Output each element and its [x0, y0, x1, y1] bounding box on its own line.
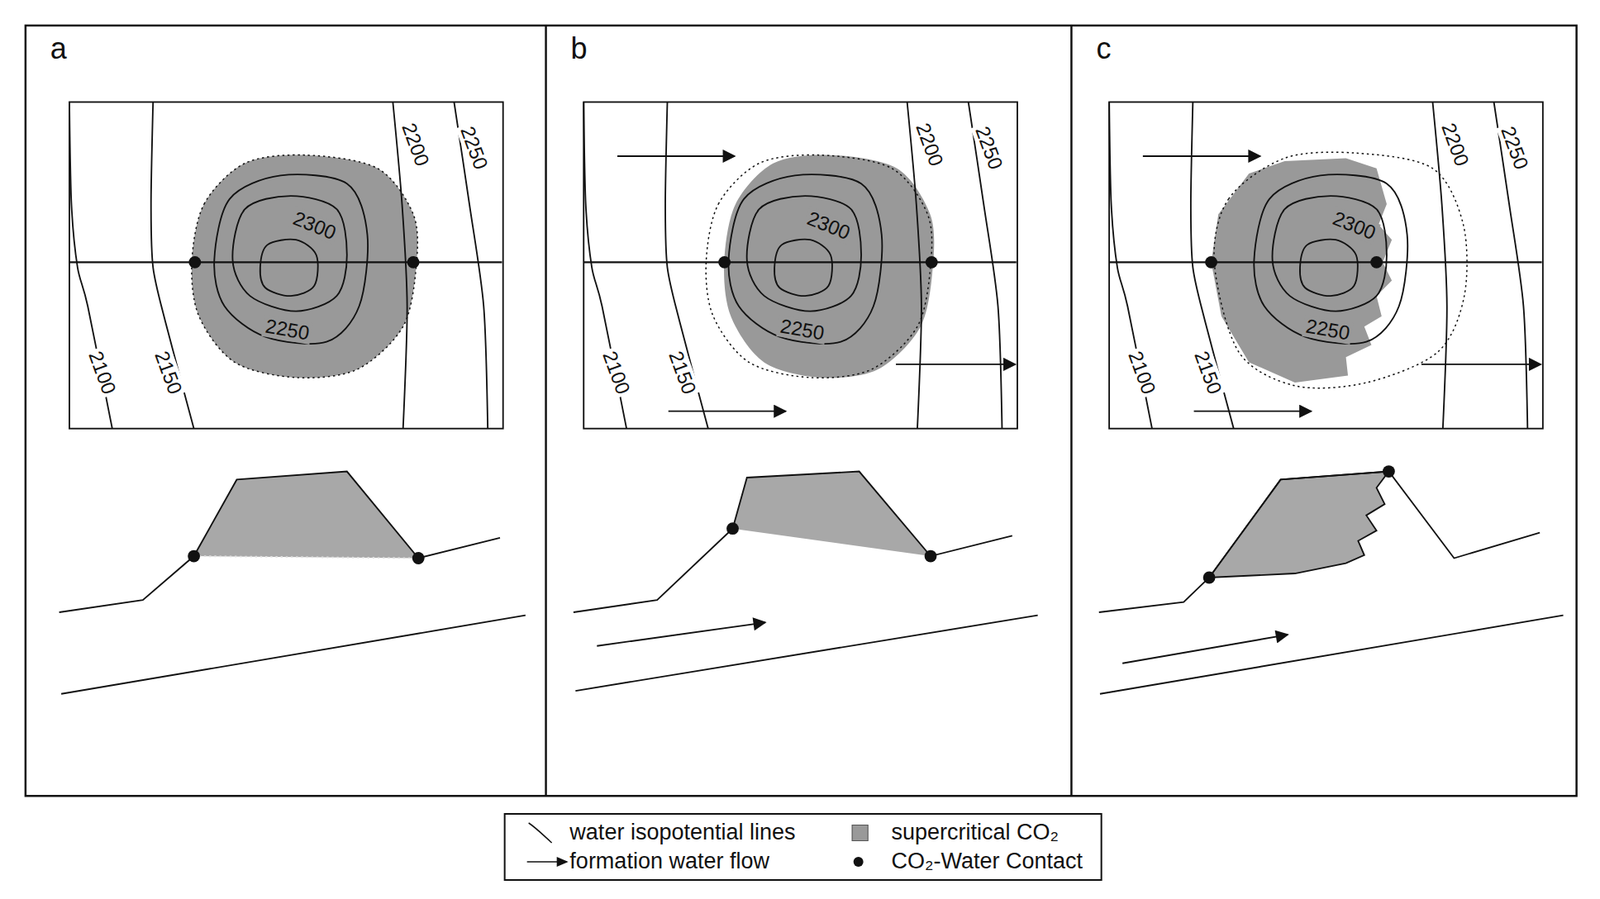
isopotential-loop: [1253, 174, 1408, 344]
co2-plume: [1211, 157, 1393, 383]
legend-symbol: [845, 849, 892, 875]
seal-top-profile: [1099, 471, 1540, 613]
flow-arrow: [617, 155, 735, 158]
flow-arrow: [1421, 363, 1541, 366]
trap-co2: [1209, 471, 1389, 578]
legend-swatch: [852, 824, 869, 842]
contact-dot: [1204, 256, 1218, 269]
legend-symbol: [523, 849, 570, 875]
flow-arrow: [596, 622, 766, 646]
panel-divider: [544, 25, 547, 796]
frame: [25, 25, 1577, 796]
isopotential-loop: [1300, 239, 1358, 296]
contact-dot: [187, 550, 200, 563]
contact-dot: [412, 552, 425, 565]
isopotential-loop: [1272, 195, 1387, 312]
legend-sample: [523, 820, 570, 846]
panel-divider: [1070, 25, 1072, 796]
trap-co2: [733, 471, 932, 558]
initial-plume-outline: [191, 155, 418, 379]
seal-top-profile: [59, 471, 500, 613]
aquifer-base: [1100, 615, 1564, 695]
isopotential-loop: [774, 239, 833, 296]
dot-sample: [853, 857, 864, 867]
aquifer-base: [575, 615, 1038, 691]
panel-illustration: [1099, 101, 1564, 694]
map-frame: [69, 101, 504, 429]
legend-entry: CO₂-Water Contact: [845, 848, 1084, 875]
panel-letter: a: [50, 33, 67, 64]
legend-box: water isopotential lines supercritical CO…: [503, 813, 1103, 881]
flow-arrow: [895, 363, 1015, 366]
legend-entry: supercritical CO₂: [845, 819, 1084, 846]
legend-entry: water isopotential lines: [523, 819, 796, 846]
contact-level: [194, 556, 420, 558]
legend-sample: [523, 849, 570, 875]
contact-dot: [924, 550, 938, 563]
contact-dot: [925, 256, 939, 269]
initial-plume-outline: [1214, 152, 1467, 389]
trap-co2: [194, 471, 420, 559]
isopotential-loop: [214, 174, 368, 344]
map-frame: [1109, 101, 1543, 429]
contact-dot: [1382, 465, 1396, 478]
contact-dot: [726, 522, 739, 535]
co2-plume: [723, 155, 934, 379]
legend-sample: [845, 820, 892, 846]
isopotential-loop: [232, 195, 347, 312]
isopotential-line: [1433, 101, 1448, 429]
isopotential-loop: [747, 195, 862, 312]
flow-arrow: [1194, 410, 1312, 413]
legend-text: supercritical CO₂: [891, 819, 1060, 846]
legend-sample: [845, 849, 892, 875]
panel-illustration: [59, 101, 526, 694]
isopotential-loop: [260, 239, 319, 296]
section-line: [1109, 261, 1543, 263]
contact-dot: [407, 256, 420, 269]
contact-dot: [1203, 571, 1216, 585]
flow-arrow: [1122, 634, 1288, 664]
co2-plume: [191, 155, 418, 379]
isopotential-loop: [728, 174, 882, 344]
contact-dot: [188, 256, 201, 269]
legend-symbol: [523, 820, 570, 846]
isopotential-sample: [528, 823, 552, 843]
flow-arrow: [668, 410, 786, 413]
section-line: [69, 261, 503, 263]
section-line: [583, 261, 1017, 263]
isopotential-line: [392, 101, 407, 429]
legend-entry: formation water flow: [523, 848, 796, 875]
panel-letter: c: [1095, 33, 1111, 64]
aquifer-base: [61, 615, 526, 695]
panel-illustration: [573, 101, 1039, 691]
initial-plume-outline: [705, 155, 932, 379]
legend-text: water isopotential lines: [569, 819, 796, 846]
contact-dot: [718, 256, 731, 269]
map-frame: [583, 101, 1018, 429]
seal-top-profile: [573, 471, 1013, 613]
panel-letter: b: [571, 33, 588, 64]
legend-text: CO₂-Water Contact: [891, 848, 1084, 875]
arrow-sample-head: [556, 857, 568, 867]
flow-arrow: [1142, 155, 1261, 158]
isopotential-line: [907, 101, 922, 429]
contact-dot: [1370, 256, 1383, 269]
legend-text: formation water flow: [569, 848, 770, 875]
